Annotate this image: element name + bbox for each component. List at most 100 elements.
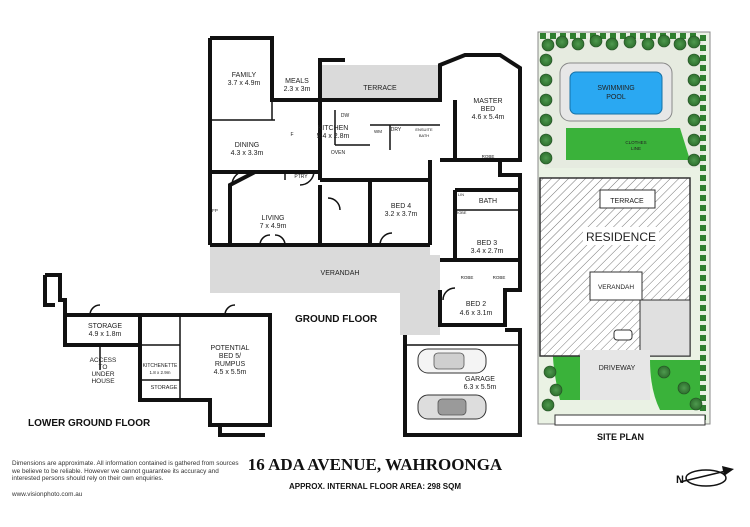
tree-icon [541,38,555,52]
door-swing [231,170,247,186]
tree-icon [539,73,553,87]
fixture-oven: OVEN [331,150,346,156]
tree-icon [641,37,655,51]
tree-icon [687,73,701,87]
fixture-lin: LIN [458,193,464,197]
ground-floor-heading: GROUND FLOOR [295,314,378,325]
car-icon [417,348,487,374]
fixture-ptry: PTRY [294,174,308,180]
tree-icon [657,34,671,48]
tree-icon [623,35,637,49]
tree-icon [687,53,701,67]
room-name2-rumpus: BED 5/ [219,353,241,360]
room-name-storage-small: STORAGE [151,385,178,391]
room-name-bed4: BED 4 [391,203,411,210]
tree-group [539,34,703,412]
wall [140,313,272,437]
tree-icon [571,37,585,51]
lower-ground-plan [43,273,272,437]
pool-label-line1: SWIMMING [597,85,634,92]
tree-icon [605,37,619,51]
lower-ground-heading: LOWER GROUND FLOOR [28,418,151,429]
tree-icon [657,365,671,379]
room-name2-master: BED [481,106,495,113]
room-size-family: 3.7 x 4.9m [228,80,261,87]
room-name-living: LIVING [262,215,285,222]
site-labels: SWIMMING POOL CLOTHES LINE TERRACE RESID… [583,85,659,372]
fixture-labels: DW WM DRY ENSUITE BATH OVEN PTRY ROBE RO… [212,113,505,280]
room-size-bed4: 3.2 x 3.7m [385,211,418,218]
room-size-meals: 2.3 x 3m [284,86,311,93]
access-line1: ACCESS [90,357,117,364]
website-link[interactable]: www.visionphoto.com.au [12,491,83,498]
clothes-line-line2: LINE [631,146,641,151]
door-swing [299,170,315,186]
door-swing [224,304,236,316]
fixture-fp: FP [212,208,218,213]
room-size-rumpus: 4.5 x 5.5m [214,369,247,376]
room-name-dining: DINING [235,142,260,149]
room-name-bed3: BED 3 [477,240,497,247]
tree-icon [539,113,553,127]
room-name-garage: GARAGE [465,376,495,383]
tree-icon [689,397,703,411]
door-swing [379,232,393,246]
site-plan [537,31,711,426]
room-name-rumpus: POTENTIAL [211,345,250,352]
fixture-robe-bed3: ROBE [461,275,474,280]
room-size-garage: 6.3 x 5.5m [464,384,497,391]
wall [210,36,345,102]
fixture-dry: DRY [391,127,402,133]
tree-icon [549,383,563,397]
floor-headings: GROUND FLOOR LOWER GROUND FLOOR SITE PLA… [28,314,644,442]
tree-icon [687,113,701,127]
verandah-site [589,271,643,301]
ground-floor-plan [208,36,522,437]
car-icon [417,394,487,420]
wall [65,313,142,345]
room-labels: FAMILY 3.7 x 4.9m MEALS 2.3 x 3m TERRACE… [88,72,505,391]
access-line4: HOUSE [91,378,115,385]
tree-icon [539,53,553,67]
room-name-kitchen: KITCHEN [318,125,349,132]
fixture-dw: DW [341,113,350,119]
site-terrace-label: TERRACE [610,198,644,205]
lawn [566,128,690,160]
verandah-area [210,245,430,293]
fixture-robe-side: ROBE [456,211,467,215]
wall [43,275,55,307]
terrace-site [599,189,656,209]
tree-icon [543,365,557,379]
title-block: 16 ADA AVENUE, WAHROONGA APPROX. INTERNA… [248,455,503,491]
residence-label: RESIDENCE [586,230,656,244]
tree-icon [539,93,553,107]
room-size-living: 7 x 4.9m [260,223,287,230]
bay-window [228,170,256,245]
door-swing [89,304,101,316]
clothes-line-line1: CLOTHES [625,140,646,145]
tree-icon [677,381,691,395]
room-name-master: MASTER [473,98,502,105]
fixture-ensuite: ENSUITE [415,127,433,132]
room-name-verandah: VERANDAH [321,270,360,277]
room-name-terrace: TERRACE [363,85,397,92]
driveway-label: DRIVEWAY [599,365,636,372]
room-size-dining: 4.3 x 3.3m [231,150,264,157]
fixture-robe-master: ROBE [482,154,495,159]
access-line2: TO [99,364,108,371]
tree-icon [589,34,603,48]
room-name-family: FAMILY [232,72,257,79]
swimming-pool [569,71,663,115]
floor-area: APPROX. INTERNAL FLOOR AREA: 298 SQM [289,482,461,491]
tree-icon [687,133,701,147]
terrace-area [320,65,440,100]
disclaimer-text: Dimensions are approximate. All informat… [12,460,239,483]
tree-icon [687,93,701,107]
door-swing [442,287,456,301]
garage-walls [403,328,522,437]
room-size-storage-lower: 4.9 x 1.8m [89,331,122,338]
door-swing [274,234,286,246]
tree-icon [687,153,701,167]
footpath [554,414,706,426]
